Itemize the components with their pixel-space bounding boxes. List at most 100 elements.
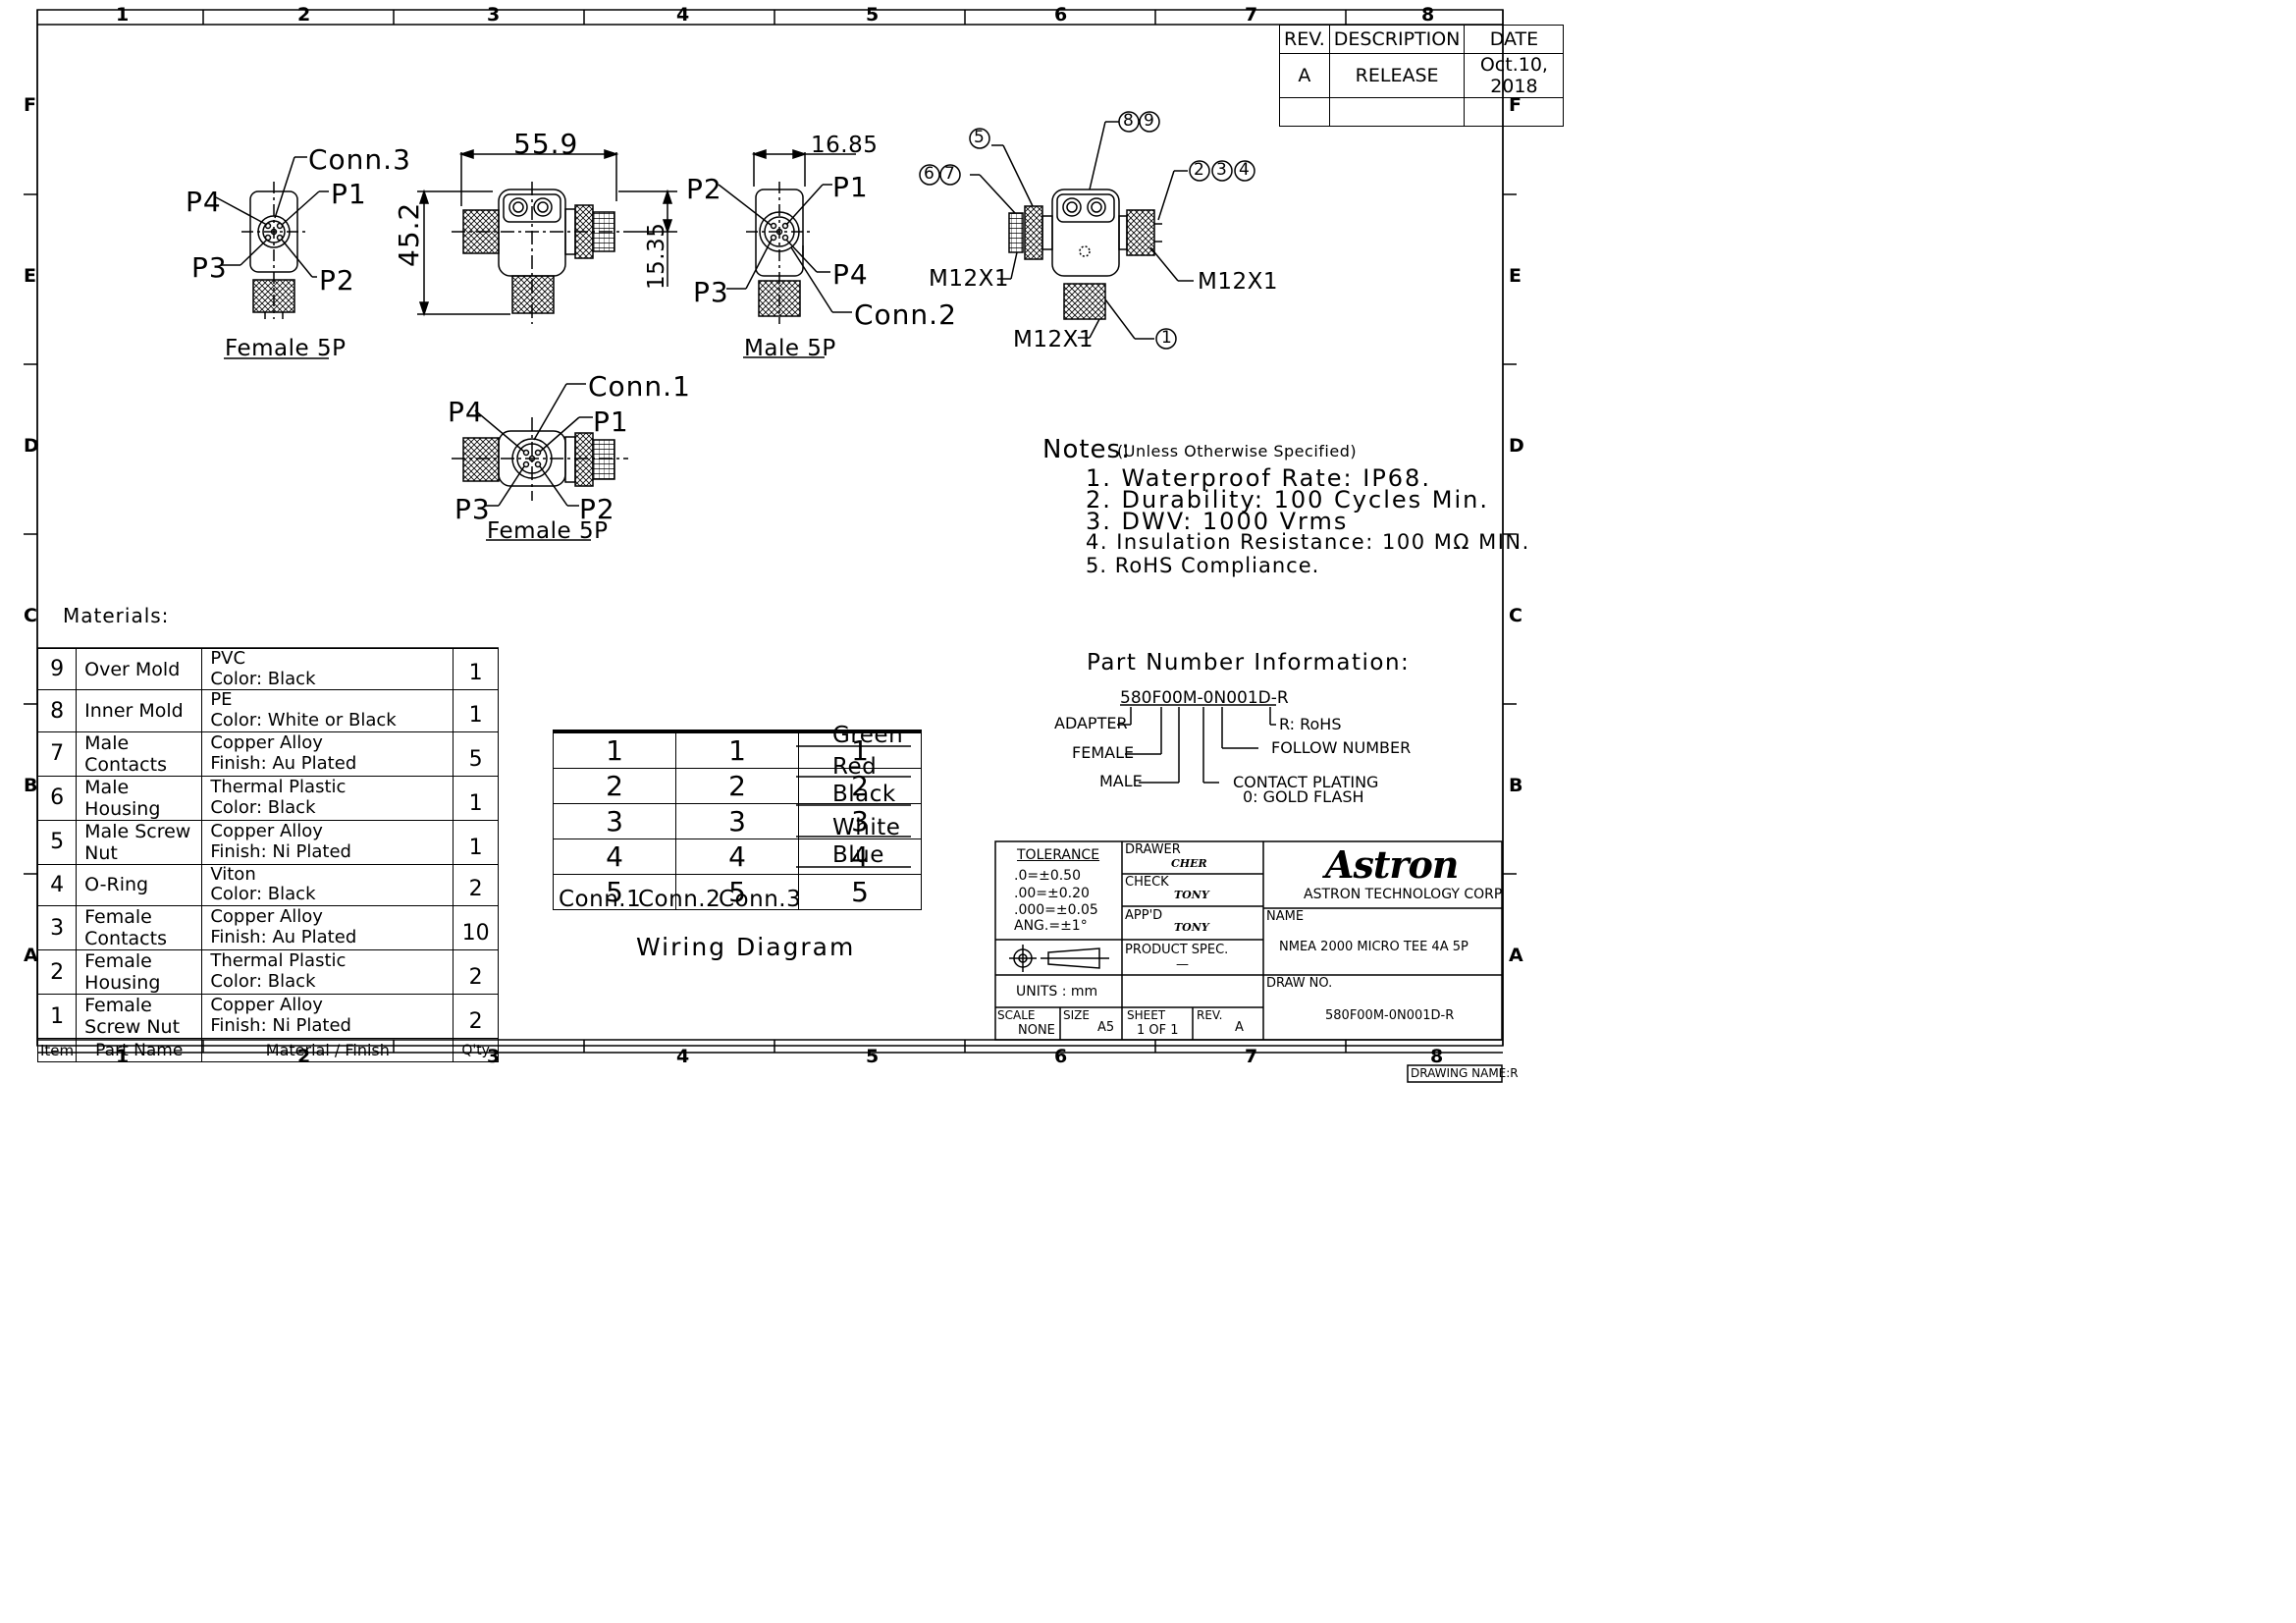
materials-footer-row: Item Part Name Material / Finish Q'ty [36,1038,499,1063]
bom-part-name: Male Housing [76,775,203,821]
balloon-2: 2 [1194,160,1204,180]
pn-adapter: ADAPTER [1054,714,1128,732]
wire-color-green: Green [832,723,904,748]
wire-conn-3: Conn.3 [719,887,802,912]
bom-material-line1: Copper Alloy [210,821,323,842]
appd-label: APP'D [1125,908,1163,923]
iso-view [919,111,1255,350]
female-side-p2: P2 [319,264,355,297]
wiring-pin: 3 [553,803,676,839]
product-spec-value: — [1176,957,1189,972]
female-side-p4: P4 [186,186,222,218]
drawno-label: DRAW NO. [1266,976,1333,991]
zone-row-b: B [24,775,38,796]
bom-material-line1: Copper Alloy [210,995,323,1016]
bom-material-line2: Color: Black [210,884,316,905]
thread-left: M12X1 [929,266,1010,292]
bom-material-line2: Finish: Ni Plated [210,1015,351,1037]
zone-col-3: 3 [487,4,501,26]
bom-item-number: 1 [36,994,78,1040]
bom-part-name: Female Housing [76,949,203,996]
female-top-p3: P3 [454,493,491,525]
bom-footer-material: Material / Finish [201,1038,454,1063]
wiring-title: Wiring Diagram [636,933,856,961]
wire-conn-2: Conn.2 [638,887,721,912]
bom-qty: 10 [453,905,499,951]
bom-qty: 5 [453,730,499,777]
wiring-pin: 5 [553,874,676,910]
zone-row-e-right: E [1509,265,1522,287]
bom-material-line2: Finish: Ni Plated [210,840,351,862]
bom-part-name: Male Screw Nut [76,819,203,865]
size-label: SIZE [1063,1008,1090,1022]
sheet-value: 1 OF 1 [1137,1023,1179,1038]
bom-material-line2: Finish: Au Plated [210,752,357,774]
drawing-name: DRAWING NAME:R [1411,1066,1519,1080]
tolerance-3: .000=±0.05 [1014,902,1098,918]
wire-color-blue: Blue [832,842,884,868]
name-label: NAME [1266,909,1305,924]
rev-date: Oct.10, 2018 [1464,53,1565,98]
wire-color-red: Red [832,754,878,780]
wiring-pin: 5 [675,874,799,910]
pn-male: MALE [1099,772,1143,790]
rev-empty-1 [1279,97,1330,127]
bom-footer-item: Item [36,1038,78,1063]
rev-value: A [1279,53,1330,98]
balloon-7: 7 [944,164,955,184]
bom-part-name: O-Ring [76,863,203,907]
drawer-label: DRAWER [1125,842,1181,857]
female-side-view [215,156,329,359]
bom-material-line2: Finish: Au Plated [210,927,357,948]
title-block-lines [994,840,1503,1041]
rev-label: REV. [1197,1008,1223,1022]
dim-offset-15-35: 15.35 [644,222,669,290]
bom-item-number: 6 [36,775,78,821]
thread-bottom: M12X1 [1013,327,1095,352]
bom-item-number: 2 [36,949,78,996]
thread-right: M12X1 [1198,269,1279,295]
note-4: 4. Insulation Resistance: 100 MΩ MIN. [1086,530,1530,554]
balloon-5: 5 [974,128,985,147]
zone-row-d-right: D [1509,435,1524,457]
bom-material-line2: Color: Black [210,971,316,993]
product-spec-label: PRODUCT SPEC. [1125,943,1229,957]
female-side-caption: Female 5P [225,336,347,361]
zone-col-4: 4 [676,4,690,26]
tolerance-1: .0=±0.50 [1014,868,1081,884]
materials-title: Materials: [63,604,170,627]
wire-color-black: Black [832,782,896,807]
bom-footer-qty: Q'ty [453,1038,499,1063]
bom-qty: 2 [453,863,499,907]
pn-plating-value: 0: GOLD FLASH [1243,787,1364,806]
part-number-title: Part Number Information: [1087,650,1411,676]
zone-col-7-bottom: 7 [1245,1046,1258,1067]
note-1: 1. Waterproof Rate: IP68. [1086,464,1431,492]
zone-col-4-bottom: 4 [676,1046,690,1067]
revision-block: REV. DESCRIPTION DATE A RELEASE Oct.10, … [1279,25,1565,127]
company-name: ASTRON TECHNOLOGY CORP. [1304,887,1505,902]
draw-number: 580F00M-0N001D-R [1325,1008,1455,1023]
bom-item-number: 9 [36,647,78,691]
notes-subtitle: (Unless Otherwise Specified) [1117,442,1358,460]
tolerance-2: .00=±0.20 [1014,886,1090,901]
zone-col-2: 2 [297,4,311,26]
part-number-code: 580F00M-0N001D-R [1120,688,1289,708]
rev-empty-2 [1328,97,1466,127]
bom-material-line2: Color: Black [210,668,316,689]
bom-material-line1: PVC [210,648,246,669]
bom-material-line1: Viton [210,863,256,885]
zone-col-8: 8 [1421,4,1435,26]
balloon-9: 9 [1144,111,1154,131]
zone-row-f: F [24,94,36,116]
